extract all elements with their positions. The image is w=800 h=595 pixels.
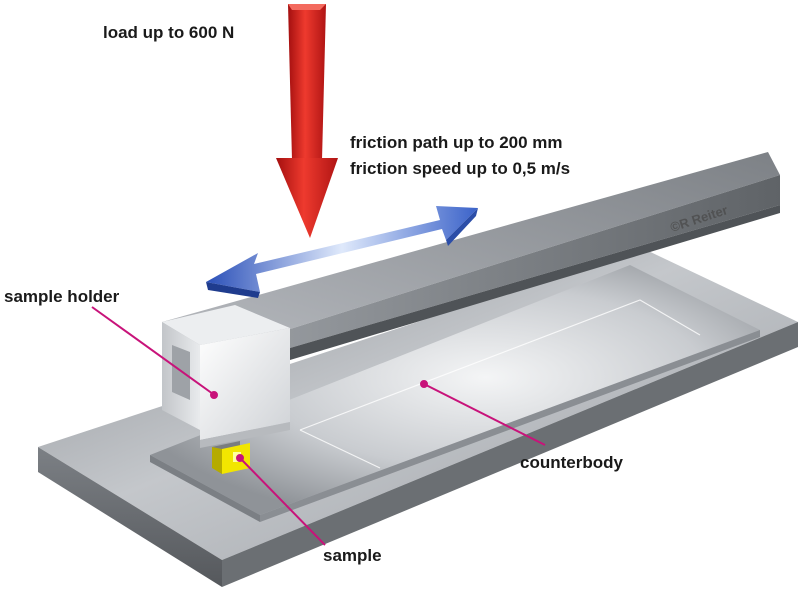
sample-holder: [162, 305, 290, 448]
leader-dot-counterbody: [420, 380, 428, 388]
leader-dot-holder: [210, 391, 218, 399]
sample-holder-label: sample holder: [4, 287, 120, 306]
arm-bar: ©R Reiter: [162, 152, 780, 398]
counterbody-plate: [150, 265, 760, 522]
leader-line-holder: [91, 306, 214, 395]
counterbody-label: counterbody: [520, 453, 623, 472]
sample-block: [212, 441, 250, 474]
load-label: load up to 600 N: [103, 23, 235, 42]
friction-speed-label: friction speed up to 0,5 m/s: [350, 159, 571, 178]
friction-label-group: friction path up to 200 mm friction spee…: [350, 130, 570, 182]
sample-label: sample: [323, 546, 382, 565]
leader-lines: [91, 306, 546, 546]
down-arrow-icon: [276, 4, 338, 238]
double-headed-arrow-icon: [206, 206, 478, 298]
leader-line-sample: [239, 457, 326, 546]
leader-dot-sample: [236, 454, 244, 462]
leader-line-counterbody: [423, 383, 546, 446]
friction-path-label: friction path up to 200 mm: [350, 133, 563, 152]
